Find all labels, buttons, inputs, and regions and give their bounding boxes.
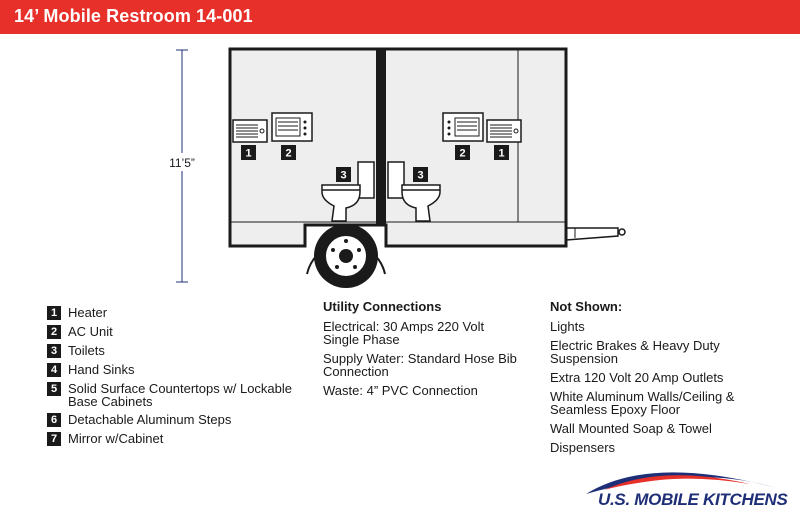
legend-label: AC Unit [68, 324, 113, 339]
not-shown-item: Dispensers [550, 440, 616, 455]
legend-item: 5 Solid Surface Countertops w/ Lockable … [47, 380, 317, 408]
trailer-diagram: 11’5” [160, 47, 626, 288]
not-shown-item: Lights [550, 319, 585, 334]
legend-list: 1 Heater 2 AC Unit 3 Toilets 4 Hand Sink… [47, 304, 317, 449]
legend-item: 1 Heater [47, 304, 317, 320]
brand-logo-swoosh [586, 472, 776, 494]
trailer-hitch [565, 227, 626, 241]
callout-heater-left: 1 [245, 148, 251, 160]
legend-item: 2 AC Unit [47, 323, 317, 339]
legend-item: 6 Detachable Aluminum Steps [47, 411, 317, 427]
callout-ac-right: 2 [459, 148, 465, 160]
legend-number: 3 [47, 344, 61, 358]
legend-number: 5 [47, 382, 61, 396]
legend-item: 4 Hand Sinks [47, 361, 317, 377]
legend-label: Toilets [68, 343, 105, 358]
header-bar [0, 0, 800, 34]
not-shown-list: Not Shown: Lights Electric Brakes & Heav… [550, 299, 790, 460]
toilet-right-icon [387, 161, 441, 222]
legend-number: 7 [47, 432, 61, 446]
ac-unit-left-icon [271, 112, 313, 142]
utility-connections: Utility Connections Electrical: 30 Amps … [323, 299, 523, 403]
callout-heater-right: 1 [498, 148, 504, 160]
utility-item: Waste: 4” PVC Connection [323, 383, 478, 398]
heater-left-icon [232, 119, 268, 143]
trailer-wheel [306, 224, 386, 288]
brand-logo-text: U.S. MOBILE KITCHENS [598, 490, 788, 509]
page-title: 14’ Mobile Restroom 14-001 [14, 6, 253, 26]
height-label: 11’5” [169, 156, 195, 170]
utility-item: Supply Water: Standard Hose Bib Connecti… [323, 351, 517, 379]
not-shown-heading: Not Shown: [550, 299, 623, 314]
legend-item: 3 Toilets [47, 342, 317, 358]
not-shown-item: Electric Brakes & Heavy Duty Suspension [550, 338, 720, 366]
legend-label: Hand Sinks [68, 362, 135, 377]
legend-item: 7 Mirror w/Cabinet [47, 430, 317, 446]
heater-right-icon [486, 119, 522, 143]
legend-number: 4 [47, 363, 61, 377]
callout-toilet-right: 3 [417, 170, 423, 182]
legend-label: Solid Surface Countertops w/ Lockable Ba… [68, 381, 293, 409]
toilet-left-icon [321, 161, 375, 222]
trailer-body [228, 47, 568, 248]
legend-number: 1 [47, 306, 61, 320]
utility-item: Electrical: 30 Amps 220 Volt Single Phas… [323, 319, 485, 347]
legend-label: Mirror w/Cabinet [68, 431, 164, 446]
legend-number: 6 [47, 413, 61, 427]
callout-toilet-left: 3 [340, 170, 346, 182]
legend-number: 2 [47, 325, 61, 339]
legend-label: Detachable Aluminum Steps [68, 412, 232, 427]
not-shown-item: Extra 120 Volt 20 Amp Outlets [550, 370, 724, 385]
not-shown-item: White Aluminum Walls/Ceiling & Seamless … [550, 389, 735, 417]
legend-label: Heater [68, 305, 108, 320]
utility-heading: Utility Connections [323, 299, 442, 314]
not-shown-item: Wall Mounted Soap & Towel [550, 421, 712, 436]
ac-unit-right-icon [442, 112, 484, 142]
callout-ac-left: 2 [285, 148, 291, 160]
